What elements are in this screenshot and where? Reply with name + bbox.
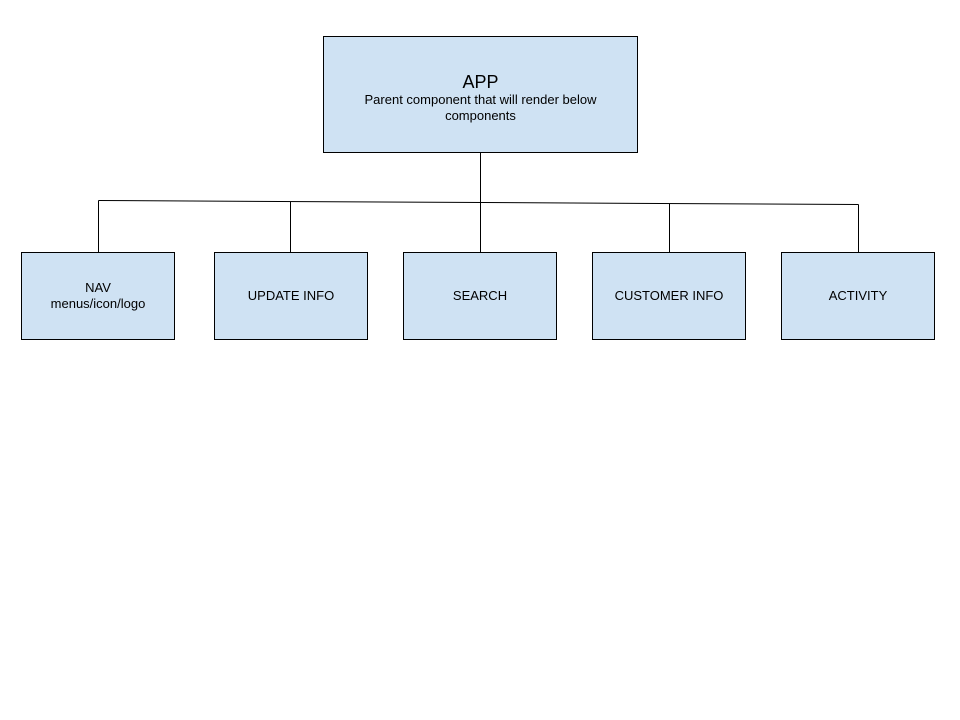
- nav-node: NAV menus/icon/logo: [21, 252, 175, 340]
- update-info-node: UPDATE INFO: [214, 252, 368, 340]
- nav-node-description: menus/icon/logo: [50, 296, 146, 311]
- activity-node-title: ACTIVITY: [828, 288, 888, 303]
- branch-bar-line: [98, 200, 859, 205]
- search-node-title: SEARCH: [452, 288, 508, 303]
- search-node: SEARCH: [403, 252, 557, 340]
- customer-info-node: CUSTOMER INFO: [592, 252, 746, 340]
- update-info-node-title: UPDATE INFO: [247, 288, 335, 303]
- app-root-node: APP Parent component that will render be…: [323, 36, 638, 153]
- app-root-title: APP: [462, 71, 499, 92]
- customer-info-node-title: CUSTOMER INFO: [614, 288, 724, 303]
- activity-node: ACTIVITY: [781, 252, 935, 340]
- app-root-description: Parent component that will render below …: [364, 91, 597, 123]
- nav-node-title: NAV: [85, 280, 111, 295]
